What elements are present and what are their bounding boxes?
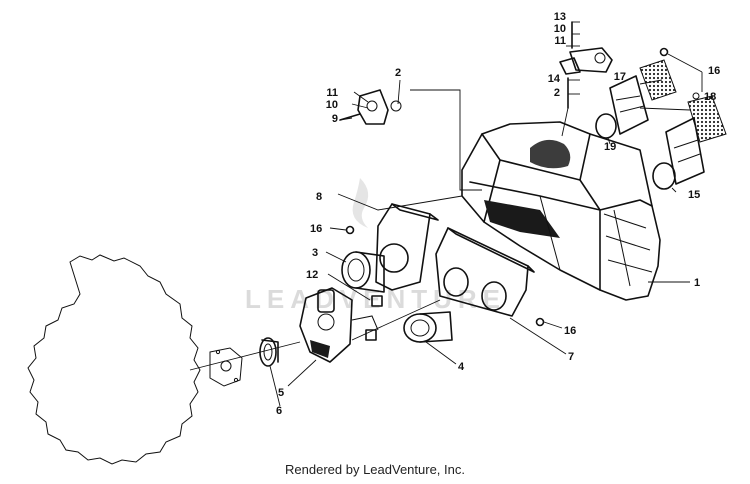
watermark: LEADVENTURE <box>245 178 500 314</box>
callout-1: 1 <box>694 277 700 289</box>
callout-16-bottom: 16 <box>564 325 576 337</box>
callout-13: 13 <box>554 11 566 23</box>
callout-3: 3 <box>312 247 318 259</box>
intake-tube-15 <box>652 92 727 190</box>
callout-2-left: 2 <box>395 67 401 79</box>
carburetor <box>299 287 379 363</box>
callout-16-left: 16 <box>310 223 322 235</box>
callout-6: 6 <box>276 405 282 417</box>
callout-10-upper: 10 <box>554 23 566 35</box>
intake-sleeve-3 <box>341 251 385 293</box>
intake-boot-4 <box>403 311 453 343</box>
callout-19: 19 <box>604 141 616 153</box>
callout-16-top: 16 <box>708 65 720 77</box>
leader-lines <box>189 21 703 407</box>
callout-10-left: 10 <box>326 99 338 111</box>
callout-2-upper: 2 <box>554 87 560 99</box>
callout-12: 12 <box>306 269 318 281</box>
twin-duct-panel <box>435 227 535 317</box>
intake-tube-19 <box>595 59 677 139</box>
solenoid-assembly-right <box>559 21 613 109</box>
footer-credit: Rendered by LeadVenture, Inc. <box>285 462 465 477</box>
callout-11-upper: 11 <box>554 35 566 47</box>
callout-18: 18 <box>704 91 716 103</box>
callout-9: 9 <box>332 113 338 125</box>
callout-labels: 13 10 11 14 2 16 17 18 19 15 2 11 10 9 8… <box>276 11 720 417</box>
callout-4: 4 <box>458 361 465 373</box>
callout-8: 8 <box>316 191 322 203</box>
screw-16-bottom <box>535 317 545 327</box>
screw-16-top <box>659 47 669 57</box>
callout-17: 17 <box>614 71 626 83</box>
engine-outline <box>27 254 243 465</box>
airbox-housing <box>461 121 661 301</box>
callout-15: 15 <box>688 189 700 201</box>
screw-16-left <box>345 225 355 235</box>
callout-7: 7 <box>568 351 574 363</box>
callout-5: 5 <box>278 387 284 399</box>
callout-11-left: 11 <box>326 87 338 99</box>
bracket-12 <box>365 295 383 341</box>
front-baffle-panel <box>375 203 439 291</box>
callout-14: 14 <box>548 73 561 85</box>
clamp-6 <box>259 337 279 367</box>
